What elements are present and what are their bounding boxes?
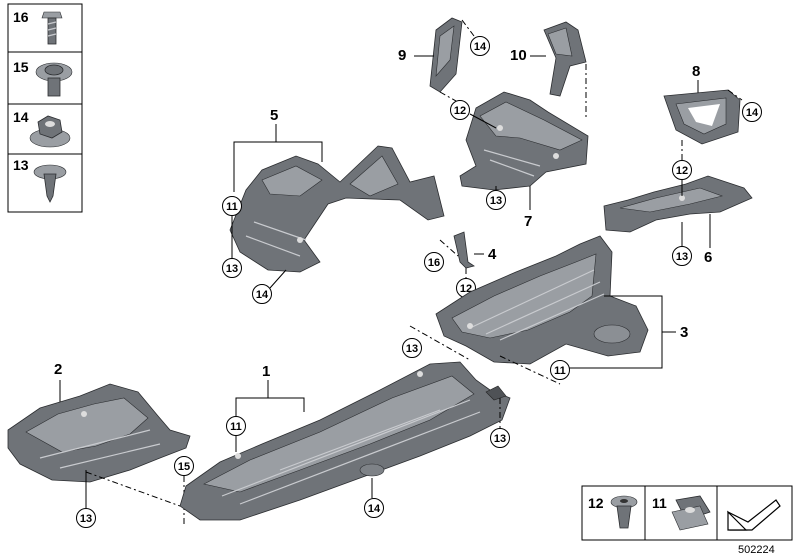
part-label-8: 8: [692, 63, 700, 80]
part-6-shield: [603, 175, 753, 233]
part-5-shield: [229, 145, 445, 273]
svg-text:15: 15: [13, 59, 29, 75]
svg-text:13: 13: [494, 433, 506, 445]
callout-3-11: 11: [550, 360, 570, 380]
part-10-bracket: [543, 21, 587, 120]
callout-1-11: 11: [226, 416, 246, 452]
part-label-1: 1: [262, 363, 270, 380]
expanding-nut-icon: [35, 62, 73, 97]
arrow-indicator-icon: [727, 499, 781, 531]
callout-2-15: 15: [174, 456, 194, 476]
part-label-9: 9: [398, 47, 406, 64]
callout-1-14: 14: [364, 478, 384, 518]
legend-item-16: 16: [13, 9, 63, 45]
part-label-7: 7: [524, 213, 532, 230]
svg-text:12: 12: [460, 283, 472, 295]
callout-7-13: 13: [486, 186, 506, 210]
svg-text:14: 14: [368, 503, 381, 515]
svg-text:13: 13: [406, 343, 418, 355]
part-4-bracket: [453, 231, 475, 269]
part-label-5: 5: [270, 107, 278, 124]
svg-text:15: 15: [178, 461, 190, 473]
legend-item-15: 15: [13, 59, 73, 97]
part-label-6: 6: [704, 249, 712, 266]
callout-6-13: 13: [672, 222, 692, 266]
part-label-3: 3: [680, 324, 688, 341]
self-tapping-screw-icon: [33, 164, 67, 203]
svg-text:12: 12: [588, 495, 604, 511]
svg-text:11: 11: [226, 201, 238, 213]
svg-text:13: 13: [490, 195, 502, 207]
part-7-shield: [459, 91, 589, 191]
part-3-shield: [435, 235, 649, 365]
callout-2-13: 13: [76, 470, 96, 528]
legend-item-11: 11: [652, 495, 711, 531]
svg-text:13: 13: [80, 513, 92, 525]
svg-text:13: 13: [676, 251, 688, 263]
callout-5-13: 13: [222, 258, 242, 278]
part-9-bracket: [429, 17, 475, 111]
svg-text:14: 14: [13, 109, 29, 125]
part-8-bracket: [663, 89, 743, 145]
svg-text:13: 13: [13, 157, 29, 173]
svg-text:16: 16: [428, 257, 440, 269]
legend-item-12: 12: [588, 495, 638, 529]
reference-number: 502224: [738, 544, 775, 556]
svg-text:13: 13: [226, 263, 238, 275]
callout-3-13: 13: [402, 338, 422, 358]
legend-item-13: 13: [13, 157, 67, 203]
clip-legend: 12 11: [581, 485, 793, 541]
callout-4-16: 16: [424, 252, 444, 272]
callout-9-14: 14: [470, 36, 490, 56]
svg-text:16: 16: [13, 9, 29, 25]
callout-5-14: 14: [252, 269, 287, 304]
svg-text:11: 11: [554, 365, 566, 377]
hex-collar-nut-icon: [29, 115, 71, 148]
callout-1-13: 13: [490, 428, 510, 448]
svg-text:12: 12: [454, 105, 466, 117]
svg-text:11: 11: [230, 421, 242, 433]
svg-text:14: 14: [746, 107, 759, 119]
part-label-2: 2: [54, 361, 62, 378]
callout-6-12: 12: [672, 160, 692, 196]
part-label-10: 10: [510, 47, 527, 64]
callout-5-11: 11: [222, 196, 242, 216]
legend-item-14: 14: [13, 109, 71, 148]
bolt-icon: [41, 11, 63, 45]
svg-text:11: 11: [652, 495, 667, 511]
part-label-4: 4: [488, 246, 497, 263]
svg-text:14: 14: [474, 41, 487, 53]
svg-text:12: 12: [676, 165, 688, 177]
part-1-underbody-shield: [179, 361, 511, 521]
part-2-shield: [7, 383, 191, 483]
expanding-rivet-icon: [610, 495, 638, 529]
fastener-legend: 16 15 14: [7, 3, 83, 213]
callout-7-12: 12: [450, 100, 497, 129]
svg-text:14: 14: [256, 289, 269, 301]
spring-nut-icon: [671, 495, 711, 531]
callout-8-14: 14: [742, 102, 762, 122]
